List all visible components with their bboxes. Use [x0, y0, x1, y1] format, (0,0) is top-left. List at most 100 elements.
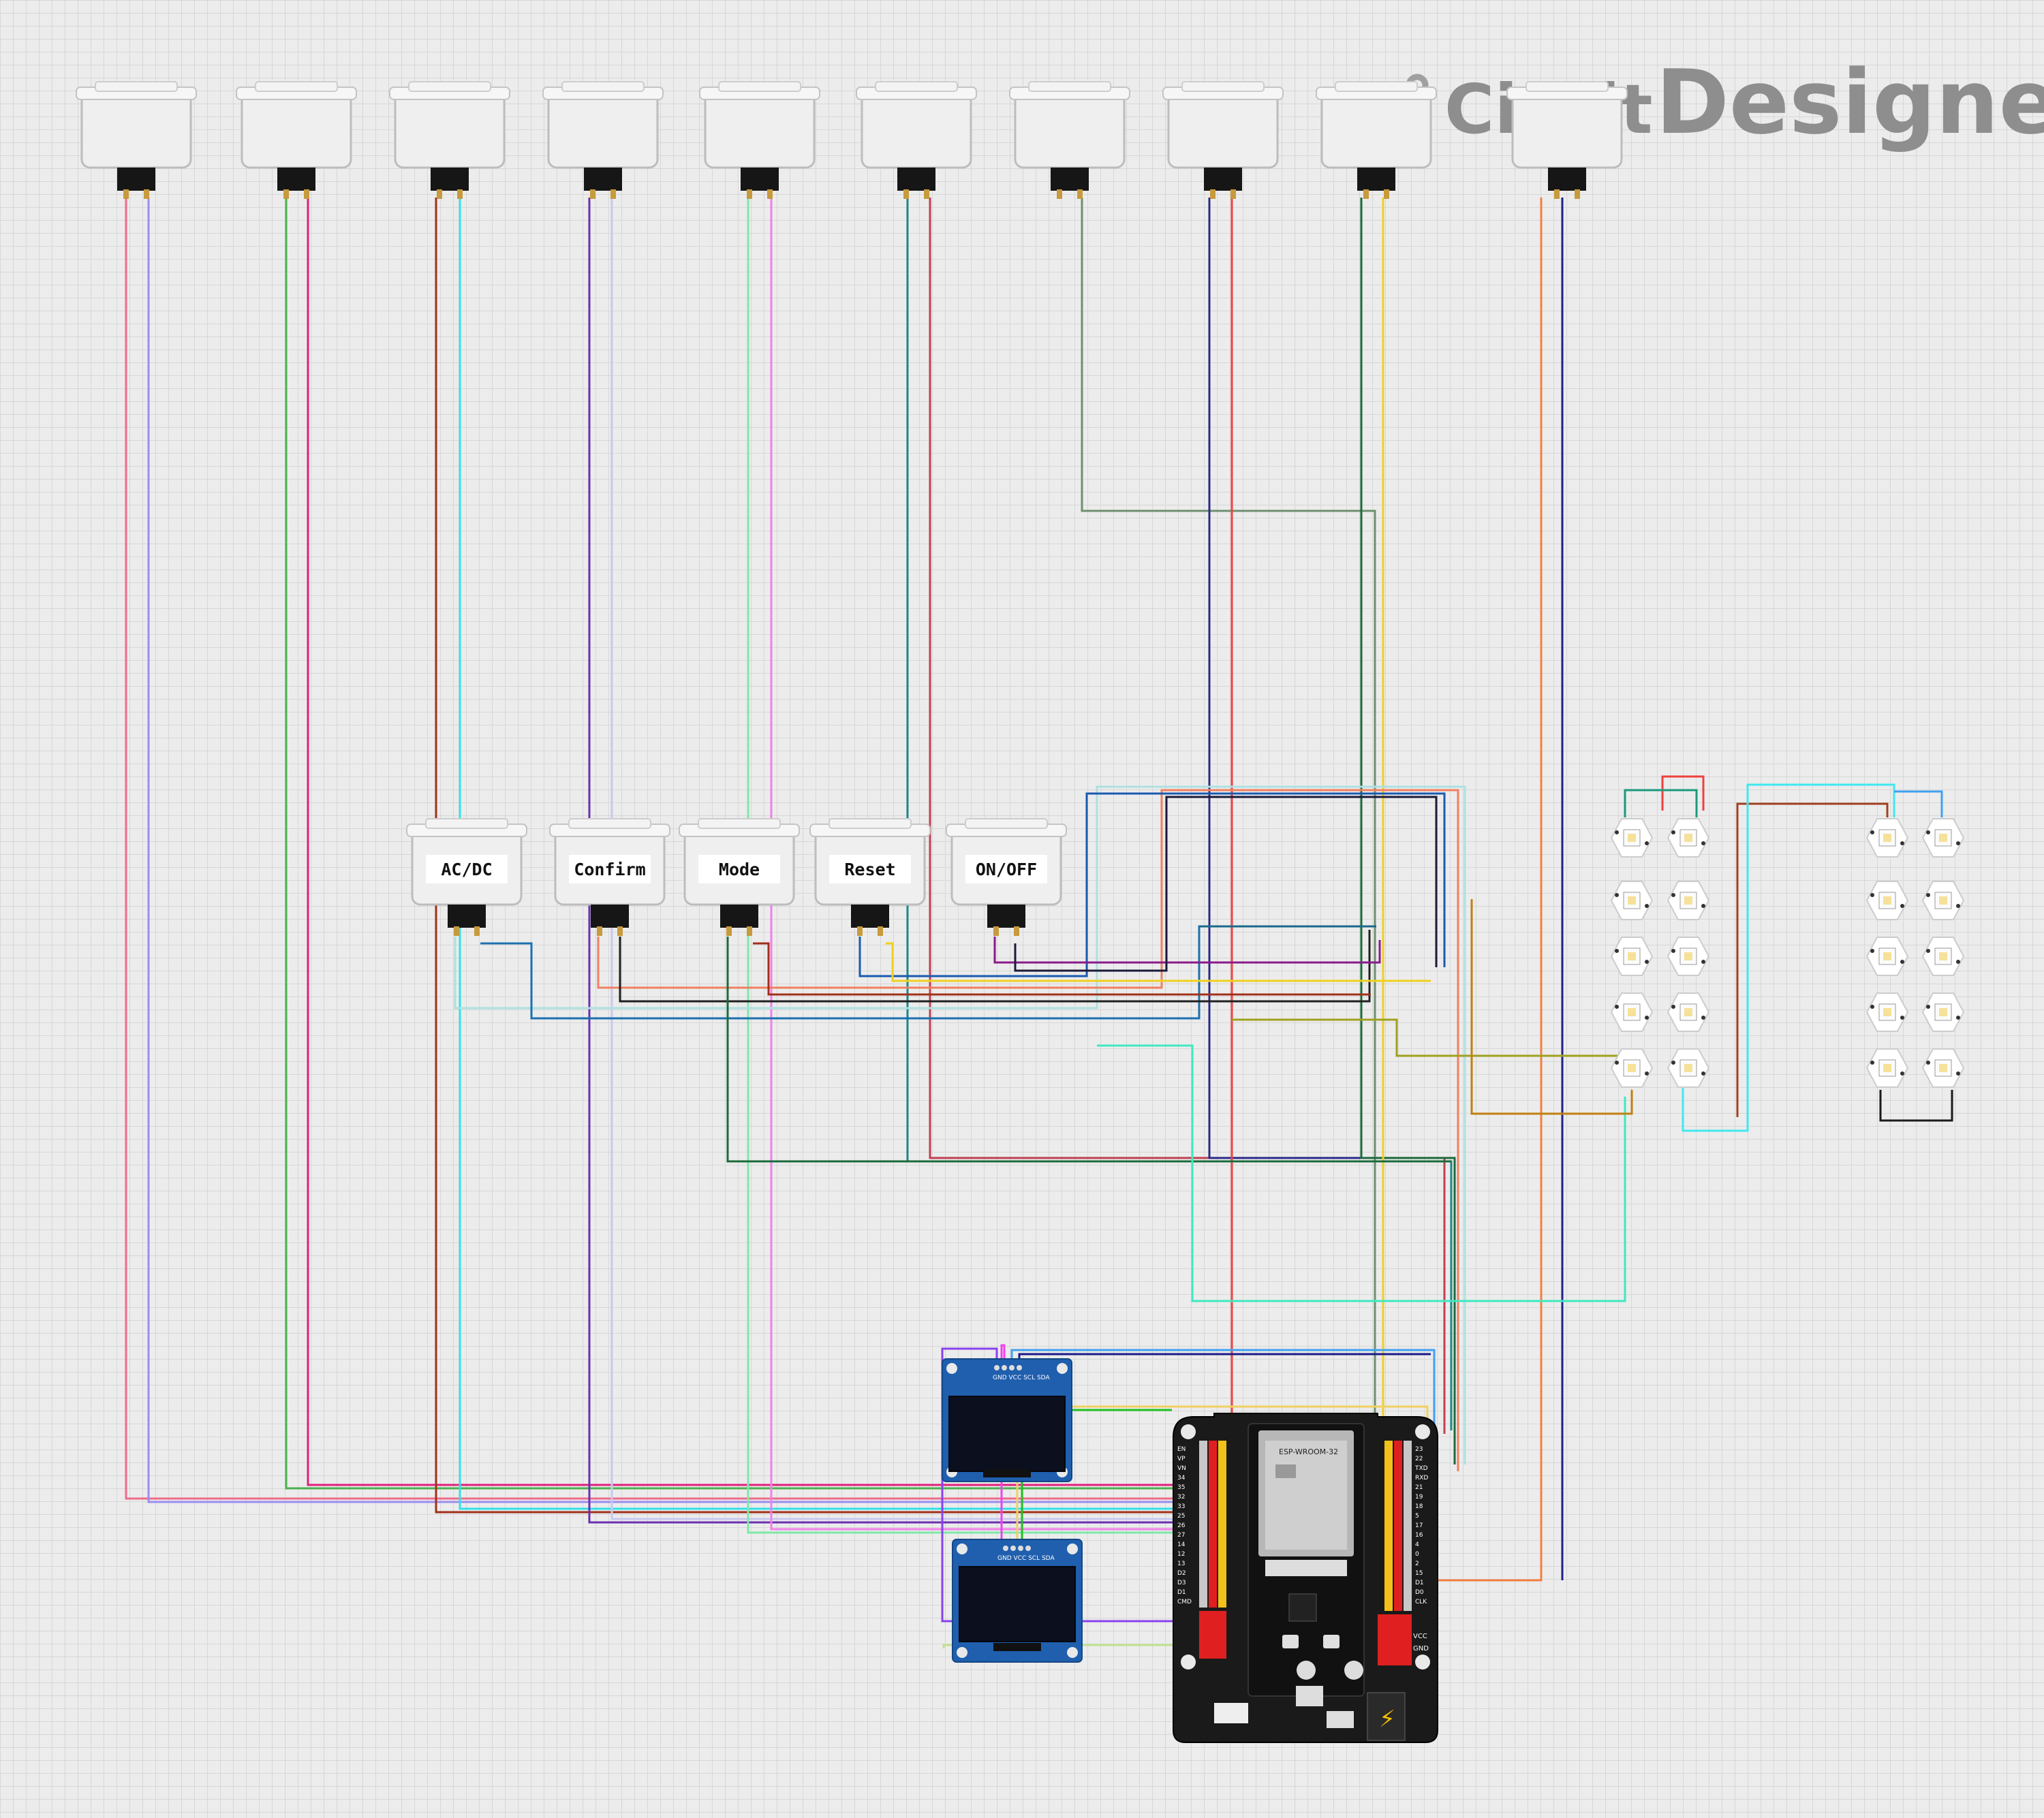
wire [1081, 198, 1376, 1485]
rgb-led[interactable] [1865, 992, 1909, 1032]
wire [1879, 1090, 1953, 1122]
rgb-led[interactable] [1610, 881, 1654, 920]
wire [1894, 790, 1943, 817]
rgb-led[interactable] [1667, 818, 1710, 858]
esp-pin-label: CMD [1177, 1599, 1192, 1605]
esp-pin-label: 19 [1415, 1494, 1423, 1501]
watermark-product: Designer [1656, 50, 2044, 154]
wire [435, 198, 1199, 1514]
esp-pin-label: D1 [1177, 1589, 1186, 1596]
esp32-devkit[interactable]: ESP-WROOM-32 [1248, 1423, 1365, 1697]
wire [906, 198, 1453, 1430]
rgb-led[interactable] [1921, 937, 1965, 976]
rgb-led[interactable] [1865, 937, 1909, 976]
esp-pin-label: 23 [1415, 1446, 1423, 1453]
esp-pin-label: D0 [1415, 1589, 1424, 1596]
rgb-led[interactable] [1921, 818, 1965, 858]
rgb-led[interactable] [1865, 881, 1909, 920]
wire [1661, 775, 1705, 811]
esp-pin-label: 25 [1177, 1513, 1185, 1520]
panel-button-4[interactable]: Reset [809, 818, 931, 936]
rgb-led[interactable] [1610, 937, 1654, 976]
panel-button-5[interactable]: ON/OFF [946, 818, 1067, 936]
wire [1010, 1349, 1436, 1485]
esp-pin-label: 21 [1415, 1484, 1423, 1491]
arcade-button-8[interactable] [1162, 81, 1284, 199]
wire [770, 198, 1199, 1531]
oled-2-pins [1003, 1546, 1031, 1551]
esp-pin-label: 13 [1177, 1561, 1185, 1567]
rgb-led[interactable] [1667, 881, 1710, 920]
dc-jack[interactable] [1367, 1692, 1406, 1741]
wire [1232, 1018, 1625, 1057]
oled-2-pin-labels: GND VCC SCL SDA [997, 1555, 1055, 1562]
wire [1014, 796, 1438, 972]
rgb-led[interactable] [1865, 1048, 1909, 1088]
esp-pin-label: VN [1177, 1465, 1186, 1472]
wire [747, 198, 1199, 1534]
esp-pin-label: 18 [1415, 1503, 1423, 1510]
rgb-led[interactable] [1921, 1048, 1965, 1088]
rgb-led[interactable] [1865, 818, 1909, 858]
arcade-button-1[interactable] [76, 81, 197, 199]
esp-pin-label: TXD [1414, 1465, 1428, 1472]
wire [1360, 198, 1456, 1464]
oled-1-pin-labels: GND VCC SCL SDA [993, 1375, 1050, 1381]
capacitor-2 [1344, 1661, 1363, 1680]
esp-pin-label: 12 [1177, 1551, 1185, 1558]
esp-pin-label: 16 [1415, 1532, 1423, 1539]
arcade-button-7[interactable] [1009, 81, 1130, 199]
module-text: ESP-WROOM-32 [1279, 1447, 1338, 1456]
arcade-button-10[interactable] [1506, 81, 1628, 199]
en-button[interactable] [1323, 1635, 1340, 1648]
boot-button[interactable] [1282, 1635, 1299, 1648]
esp-pin-label: RXD [1415, 1475, 1428, 1482]
arcade-button-9[interactable] [1316, 81, 1437, 199]
rgb-led[interactable] [1667, 1048, 1710, 1088]
rgb-led[interactable] [1610, 818, 1654, 858]
wire [929, 198, 1446, 1434]
esp-pin-label: 4 [1415, 1541, 1419, 1548]
wire [942, 1644, 1199, 1648]
wire [993, 937, 1381, 964]
wire [588, 198, 1199, 1524]
right-pin-headers [1378, 1441, 1412, 1665]
esp-pin-label: 15 [1415, 1570, 1423, 1577]
arcade-button-6[interactable] [856, 81, 977, 199]
esp-pin-label: 2 [1415, 1561, 1419, 1567]
panel-button-1[interactable]: AC/DC [406, 818, 527, 936]
esp-pin-label: VP [1177, 1456, 1186, 1462]
oled-display-1[interactable]: GND VCC SCL SDA [942, 1358, 1072, 1482]
wire [1682, 783, 1895, 1132]
arcade-button-3[interactable] [389, 81, 510, 199]
wire [459, 198, 1199, 1510]
arcade-button-5[interactable] [699, 81, 820, 199]
esp-pin-label: 5 [1415, 1513, 1419, 1520]
panel-button-2[interactable]: Confirm [549, 818, 670, 936]
wire [147, 198, 1199, 1503]
esp-pin-label: CLK [1415, 1599, 1427, 1605]
wire [1624, 789, 1698, 817]
wire [307, 198, 1199, 1486]
arcade-button-2[interactable] [236, 81, 357, 199]
left-pin-headers [1199, 1441, 1226, 1659]
esp-pin-label: 33 [1177, 1503, 1185, 1510]
panel-button-3[interactable]: Mode [679, 818, 800, 936]
rgb-led[interactable] [1610, 1048, 1654, 1088]
rgb-led[interactable] [1667, 937, 1710, 976]
rgb-led[interactable] [1921, 881, 1965, 920]
esp32-expansion-board[interactable]: ESP-WROOM-32 ENVPVN34353233252627141213D… [1173, 1413, 1438, 1743]
rgb-led[interactable] [1921, 992, 1965, 1032]
usb-port[interactable] [1296, 1686, 1323, 1706]
micro-usb-port[interactable] [1327, 1711, 1354, 1728]
rgb-led[interactable] [1667, 992, 1710, 1032]
arcade-button-4[interactable] [542, 81, 664, 199]
wire [619, 930, 1371, 1003]
panel-button-label: Reset [844, 860, 895, 879]
panel-button-label: ON/OFF [976, 860, 1037, 879]
esp-pin-label: D3 [1177, 1580, 1186, 1586]
rgb-led[interactable] [1610, 992, 1654, 1032]
oled-display-2[interactable]: GND VCC SCL SDA [952, 1539, 1083, 1663]
